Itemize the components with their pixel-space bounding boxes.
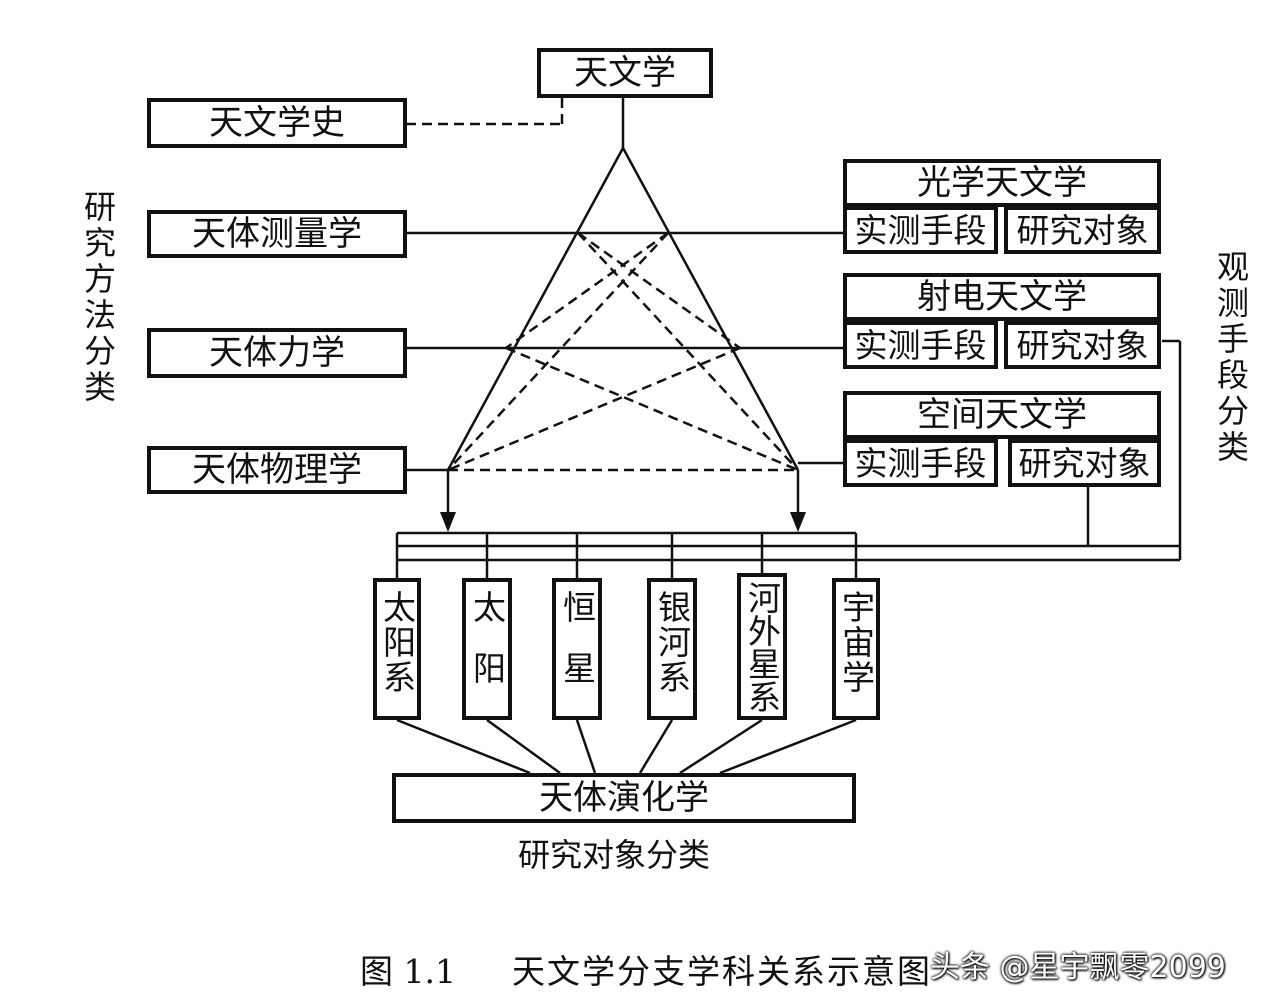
cross-dash-4 bbox=[505, 231, 669, 350]
evo-link-5 bbox=[679, 718, 763, 775]
watermark: 头条 @星宇飘零2099 bbox=[930, 950, 1226, 985]
obs-objects-radio: 研究对象 bbox=[1016, 325, 1149, 365]
observation-axis-label: 观测手段分类 bbox=[1212, 250, 1250, 466]
obs-title-box-radio: 射电天文学 bbox=[843, 273, 1161, 321]
cross-dash-1 bbox=[577, 232, 799, 471]
obs-objects-optical: 研究对象 bbox=[1016, 210, 1149, 250]
object-label-solar-system: 太阳系 bbox=[377, 590, 417, 695]
object-box-milky-way: 银河系 bbox=[647, 578, 697, 720]
evolution-label: 天体演化学 bbox=[539, 778, 709, 818]
method-box-astrometry: 天体测量学 bbox=[147, 210, 407, 258]
obs-title-radio: 射电天文学 bbox=[917, 277, 1087, 317]
object-label-sun: 太阳 bbox=[467, 590, 507, 712]
object-label-stars: 恒星 bbox=[557, 590, 597, 712]
obs-means-radio: 实测手段 bbox=[854, 325, 987, 365]
object-box-stars: 恒星 bbox=[552, 578, 602, 720]
obs-title-box-space: 空间天文学 bbox=[843, 391, 1161, 439]
obs-title-optical: 光学天文学 bbox=[917, 163, 1087, 203]
obs-means-box-space: 实测手段 bbox=[843, 439, 998, 487]
history-box: 天文学史 bbox=[147, 98, 407, 148]
object-label-cosmology: 宇宙学 bbox=[836, 590, 876, 695]
object-label-milky-way: 银河系 bbox=[652, 590, 692, 695]
root-label: 天文学 bbox=[574, 53, 676, 93]
object-box-galaxies: 河外星系 bbox=[737, 573, 787, 720]
evo-link-3 bbox=[575, 719, 597, 774]
obs-title-space: 空间天文学 bbox=[917, 395, 1087, 435]
object-box-solar-system: 太阳系 bbox=[373, 578, 421, 720]
method-label-astrophysics: 天体物理学 bbox=[192, 450, 362, 490]
method-axis-label: 研究方法分类 bbox=[79, 190, 117, 406]
obs-means-box-optical: 实测手段 bbox=[843, 206, 998, 254]
method-box-astrophysics: 天体物理学 bbox=[147, 446, 407, 494]
cross-dash-5 bbox=[505, 346, 799, 472]
triangle-right-edge bbox=[621, 147, 800, 471]
obs-means-box-radio: 实测手段 bbox=[843, 321, 998, 369]
object-box-sun: 太阳 bbox=[462, 578, 512, 720]
right-arrowhead bbox=[790, 512, 806, 532]
obs-objects-box-optical: 研究对象 bbox=[1004, 206, 1161, 254]
obs-objects-space: 研究对象 bbox=[1018, 443, 1151, 483]
evo-link-4 bbox=[638, 719, 674, 774]
obs-means-space: 实测手段 bbox=[854, 443, 987, 483]
obs-objects-box-space: 研究对象 bbox=[1008, 439, 1161, 487]
history-label: 天文学史 bbox=[209, 103, 345, 143]
cross-dash-6 bbox=[447, 346, 741, 472]
evo-link-1 bbox=[396, 718, 531, 775]
evolution-box: 天体演化学 bbox=[392, 773, 856, 823]
cross-dash-3 bbox=[577, 231, 741, 350]
evo-link-2 bbox=[486, 718, 561, 775]
figure-caption: 天文学分支学科关系示意图 bbox=[512, 952, 932, 991]
evo-link-6 bbox=[719, 718, 857, 775]
object-axis-label: 研究对象分类 bbox=[518, 836, 711, 874]
method-label-mechanics: 天体力学 bbox=[209, 333, 345, 373]
method-label-astrometry: 天体测量学 bbox=[192, 214, 362, 254]
root-box: 天文学 bbox=[537, 48, 713, 98]
obs-objects-box-radio: 研究对象 bbox=[1004, 321, 1161, 369]
object-label-galaxies: 河外星系 bbox=[742, 581, 782, 713]
method-box-mechanics: 天体力学 bbox=[147, 328, 407, 378]
triangle-left-edge bbox=[446, 147, 625, 471]
left-arrowhead bbox=[440, 512, 456, 532]
figure-number: 图 1.1 bbox=[360, 952, 456, 991]
cross-dash-2 bbox=[447, 232, 669, 471]
object-box-cosmology: 宇宙学 bbox=[832, 578, 880, 720]
obs-means-optical: 实测手段 bbox=[854, 210, 987, 250]
obs-title-box-optical: 光学天文学 bbox=[843, 159, 1161, 207]
